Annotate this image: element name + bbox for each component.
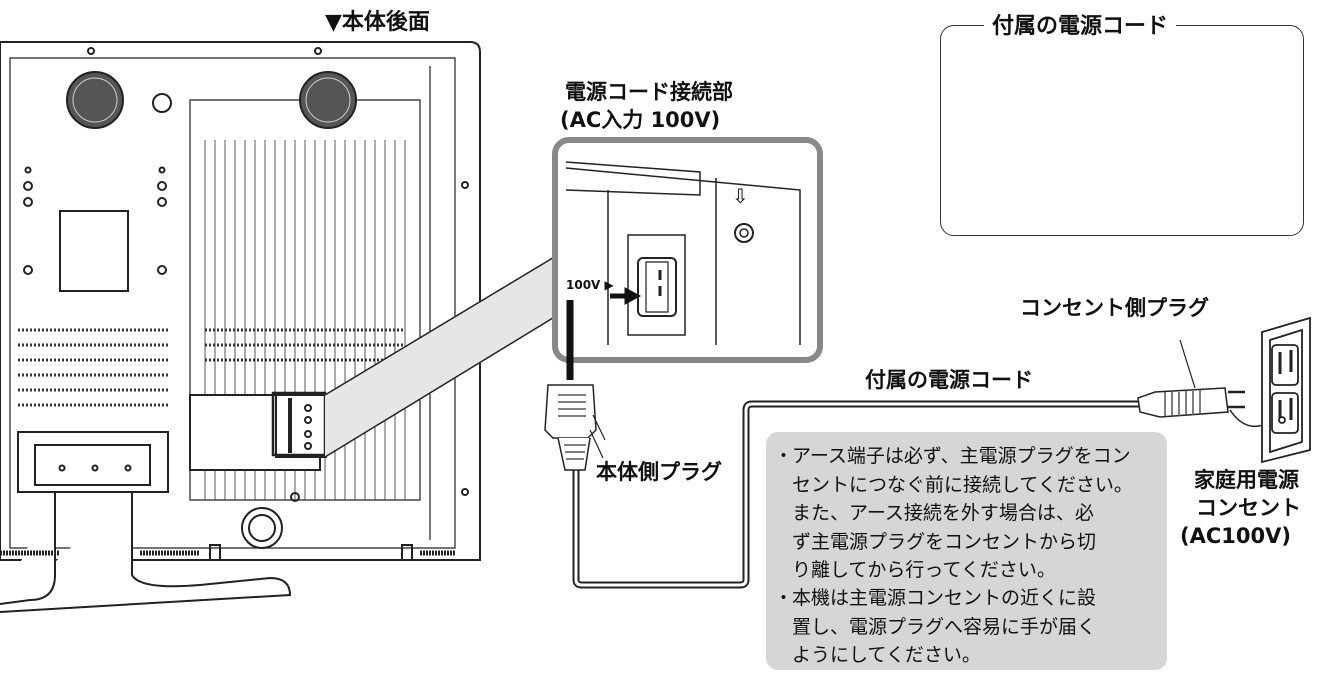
wall-outlet xyxy=(1261,316,1311,464)
power-cord-path xyxy=(566,300,1140,589)
outlet-side-plug xyxy=(1137,339,1281,428)
accessory-panel-title: 付属の電源コード xyxy=(984,8,1177,40)
caution-note-1: ・ アース端子は必ず、主電源プラグをコン セントにつなぐ前に接続してください。 … xyxy=(774,442,1154,585)
body-side-plug xyxy=(544,384,606,471)
connector-zoom-panel xyxy=(552,137,823,363)
voltage-mark: 100V ▶ xyxy=(566,278,614,292)
outlet-plug-label: コンセント側プラグ xyxy=(1020,296,1209,320)
outlet-label-line2: コンセント xyxy=(1196,496,1301,520)
tv-rear-illustration xyxy=(0,41,481,613)
connector-title-line2: (AC入力 100V) xyxy=(560,108,721,132)
caution-notes-box: ・ アース端子は必ず、主電源プラグをコン セントにつなぐ前に接続してください。 … xyxy=(766,432,1167,670)
note-bullet: ・ xyxy=(774,587,794,609)
note-bullet: ・ xyxy=(774,445,794,467)
rear-view-title: ▼本体後面 xyxy=(325,10,430,35)
cord-label: 付属の電源コード xyxy=(865,368,1033,392)
body-plug-label: 本体側プラグ xyxy=(596,460,722,484)
accessory-cord-panel xyxy=(940,25,1304,236)
note-text: 本機は主電源コンセントの近くに設 置し、電源プラグへ容易に手が届く ようにしてく… xyxy=(792,587,1097,666)
outlet-label-line3: (AC100V) xyxy=(1180,524,1291,548)
outlet-label-line1: 家庭用電源 xyxy=(1194,468,1299,492)
ground-icon: ⇩ xyxy=(732,184,749,208)
note-text: アース端子は必ず、主電源プラグをコン セントにつなぐ前に接続してください。 また… xyxy=(792,445,1133,581)
caution-note-2: ・ 本機は主電源コンセントの近くに設 置し、電源プラグへ容易に手が届く ようにし… xyxy=(774,584,1154,670)
connector-title-line1: 電源コード接続部 xyxy=(565,80,733,104)
